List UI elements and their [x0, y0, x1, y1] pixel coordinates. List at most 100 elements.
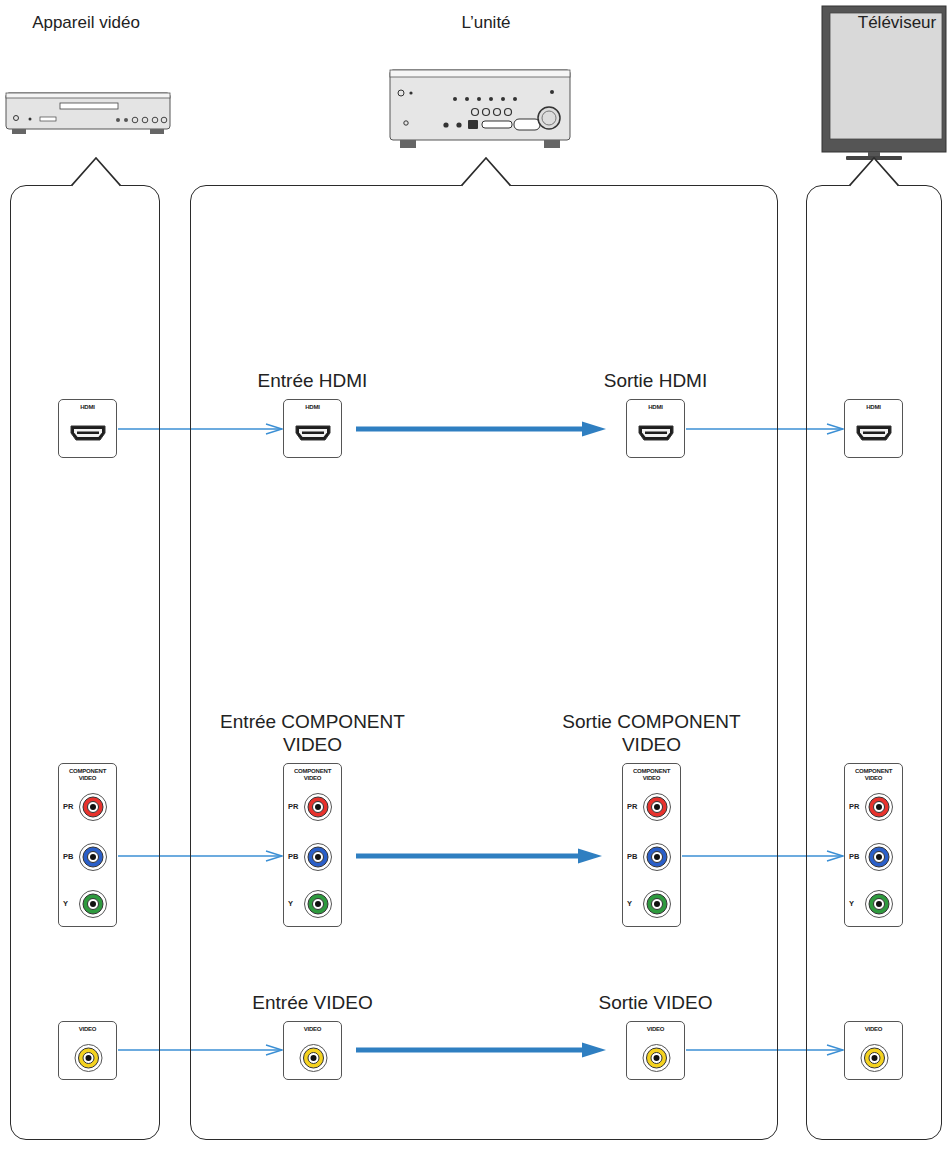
- connector-jack: COMPONENT VIDEOPRPBY: [58, 763, 117, 927]
- hdmi-port: [639, 426, 673, 440]
- rca-ring: [869, 894, 889, 914]
- jack-heading: Sortie HDMI: [541, 369, 771, 392]
- disc-tray: [60, 103, 118, 109]
- rca-center: [874, 802, 885, 813]
- hdmi-contacts: [645, 432, 667, 435]
- pin-label: PB: [627, 852, 637, 861]
- callout-panel: L’unitéEntrée HDMIHDMISortie HDMIHDMIEnt…: [190, 185, 778, 1140]
- connector-jack: Sortie COMPONENT VIDEOCOMPONENT VIDEOPRP…: [622, 763, 681, 927]
- tv-frame: [822, 6, 946, 152]
- rca-center: [313, 899, 324, 910]
- jack-label: VIDEO: [286, 1026, 339, 1033]
- jack-heading: Entrée HDMI: [198, 369, 428, 392]
- player-body: [6, 93, 170, 129]
- pointer-outline: [462, 158, 511, 186]
- foot: [150, 129, 164, 134]
- rca-socket: [80, 794, 107, 821]
- rca-socket: [305, 844, 332, 871]
- cable-arrow: [686, 424, 843, 434]
- signal-flow-arrow: [356, 1043, 606, 1058]
- button: [116, 118, 120, 122]
- rca-ring: [865, 1048, 885, 1068]
- rca-ring: [869, 847, 889, 867]
- rca-center: [88, 852, 99, 863]
- hdmi-port: [71, 426, 105, 440]
- rca-pin: [311, 1055, 317, 1061]
- power-button: [398, 90, 404, 96]
- connector-jack: Entrée HDMIHDMI: [283, 399, 342, 458]
- rca-pin: [876, 804, 882, 810]
- connector-jack: Entrée VIDEOVIDEO: [283, 1021, 342, 1080]
- rca-center: [651, 1053, 662, 1064]
- volume-knob: [538, 107, 560, 129]
- rca-socket: [644, 794, 671, 821]
- jack-label: COMPONENT VIDEO: [625, 768, 678, 782]
- arrowhead: [582, 1043, 606, 1058]
- button: [161, 117, 167, 123]
- player-top: [6, 93, 170, 98]
- rca-ring: [308, 894, 328, 914]
- jack-label: HDMI: [847, 404, 900, 411]
- button-bar: [514, 119, 540, 130]
- pin-label: PR: [627, 802, 637, 811]
- rca-center: [874, 899, 885, 910]
- rca-pin: [654, 854, 660, 860]
- rca-pin: [315, 901, 321, 907]
- pin-label: Y: [849, 899, 854, 908]
- receiver-top: [390, 70, 570, 77]
- arrowhead: [827, 851, 843, 861]
- rca-pin: [876, 901, 882, 907]
- rca-pin: [86, 1055, 92, 1061]
- led: [29, 118, 32, 121]
- pin-label: PB: [288, 852, 298, 861]
- button: [152, 117, 158, 123]
- signal-flow-arrow: [356, 422, 606, 437]
- callout-panel: Appareil vidéoHDMICOMPONENT VIDEOPRPBYVI…: [10, 185, 160, 1140]
- connector-jack: VIDEO: [58, 1021, 117, 1080]
- jack-heading: Sortie COMPONENT VIDEO: [537, 710, 767, 756]
- rca-pin: [90, 804, 96, 810]
- rca-ring: [647, 894, 667, 914]
- rca-ring: [647, 1048, 667, 1068]
- jack-label: HDMI: [286, 404, 339, 411]
- jack-label: VIDEO: [629, 1026, 682, 1033]
- connector-jack: Entrée COMPONENT VIDEOCOMPONENT VIDEOPRP…: [283, 763, 342, 927]
- jack-label: VIDEO: [847, 1026, 900, 1033]
- foot: [400, 140, 416, 148]
- hdmi-port-inner: [860, 429, 888, 437]
- rca-ring: [83, 847, 103, 867]
- rca-pin: [315, 854, 321, 860]
- display: [40, 117, 56, 121]
- video-player-icon: [6, 93, 170, 134]
- rca-ring: [83, 894, 103, 914]
- connector-line: [356, 1048, 586, 1053]
- foot: [12, 129, 26, 134]
- rca-ring: [647, 847, 667, 867]
- arrowhead: [578, 849, 602, 864]
- hdmi-port: [857, 426, 891, 440]
- rca-ring: [304, 1048, 324, 1068]
- rca-socket: [644, 844, 671, 871]
- rca-center: [869, 1053, 880, 1064]
- jack-heading: Sortie VIDEO: [541, 991, 771, 1014]
- television-icon: [822, 6, 946, 160]
- rca-center: [652, 899, 663, 910]
- arrowhead: [266, 424, 282, 434]
- tv-neck: [868, 152, 880, 156]
- button-bar: [482, 121, 512, 128]
- rca-pin: [872, 1055, 878, 1061]
- signal-flow-arrow: [356, 849, 602, 864]
- rca-socket: [305, 794, 332, 821]
- rca-socket: [861, 1045, 888, 1072]
- device-heading: Appareil vidéo: [3, 13, 169, 33]
- jack-label: COMPONENT VIDEO: [847, 768, 900, 782]
- rca-socket: [866, 794, 893, 821]
- callout-pointer: [71, 157, 121, 188]
- connector-jack: COMPONENT VIDEOPRPBY: [844, 763, 903, 927]
- rca-socket: [80, 844, 107, 871]
- rca-ring: [869, 797, 889, 817]
- callout-panel: TéléviseurHDMICOMPONENT VIDEOPRPBYVIDEO: [806, 185, 942, 1140]
- mid-buttons: [472, 109, 512, 116]
- connector-line: [356, 427, 586, 432]
